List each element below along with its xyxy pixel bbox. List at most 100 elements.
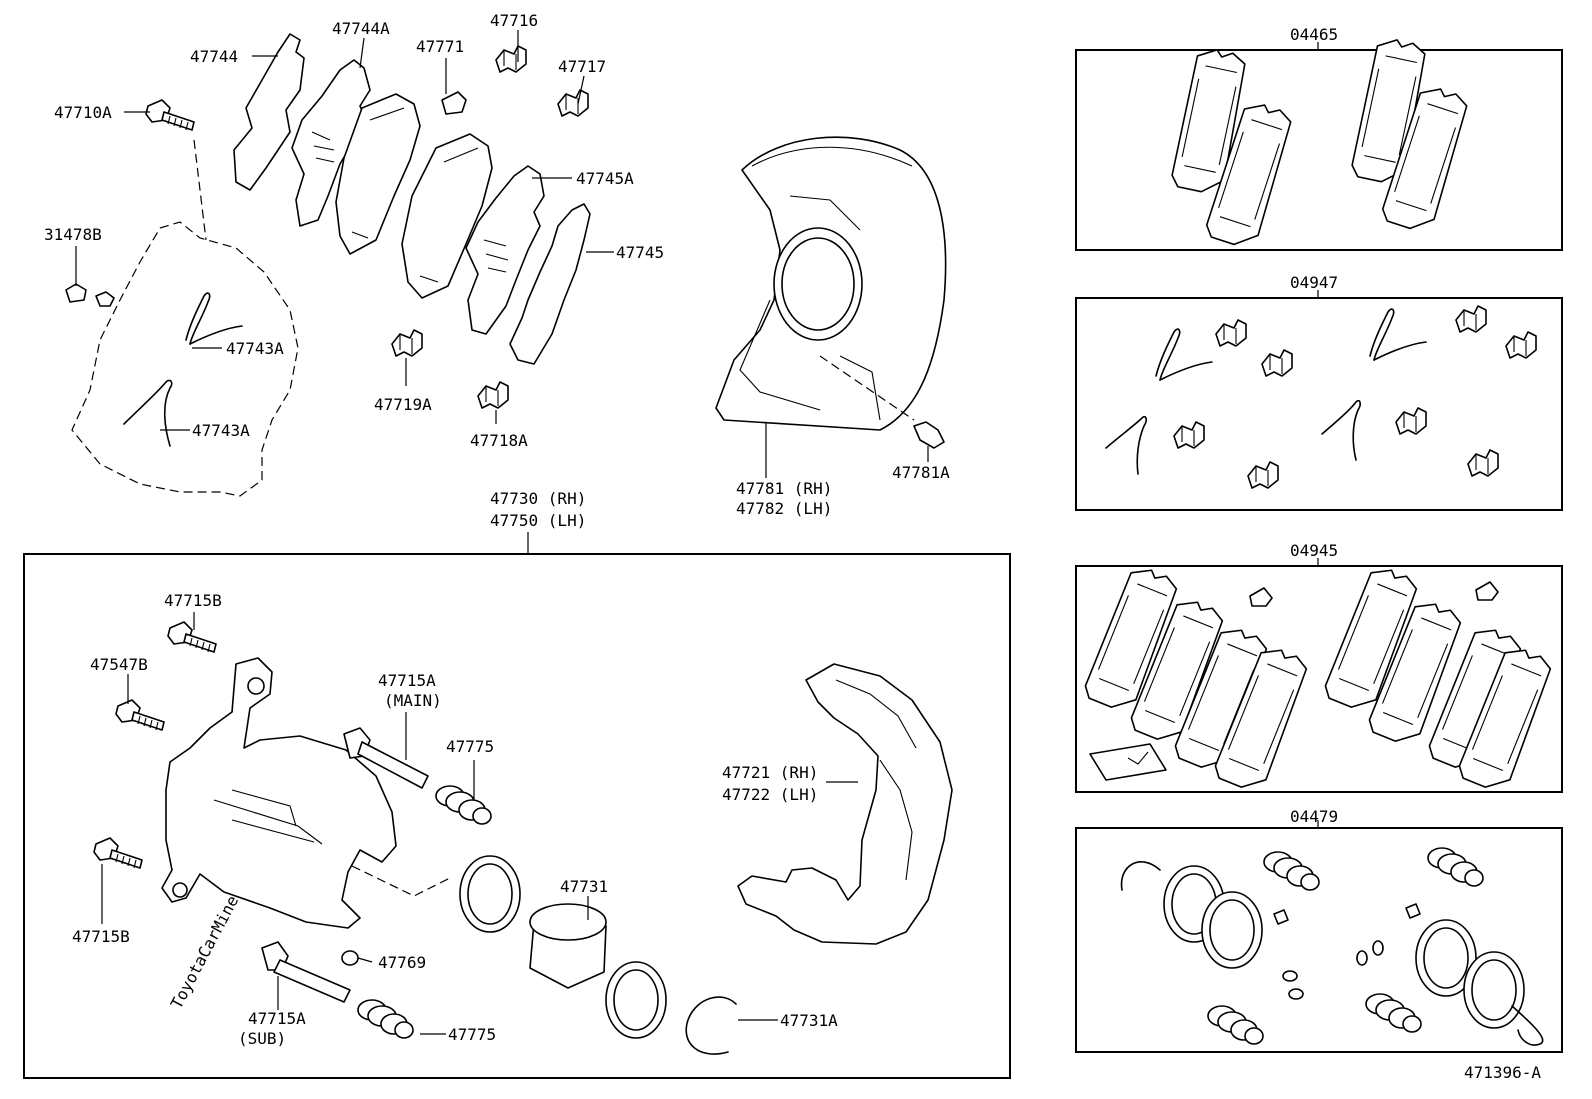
label-47782-lh: 47782 (LH) — [736, 499, 832, 518]
label-31478B: 31478B — [44, 225, 102, 244]
dust-cover-47781 — [715, 136, 947, 431]
label-kit-04479: 04479 — [1290, 807, 1338, 826]
label-kit-04465: 04465 — [1290, 25, 1338, 44]
kit-box-04945 — [1075, 565, 1563, 793]
kit-04947-spring-2 — [1369, 308, 1427, 361]
label-main-note: (MAIN) — [384, 691, 442, 710]
label-47744A: 47744A — [332, 19, 390, 38]
kit-04479-boot-2 — [1427, 847, 1484, 887]
kit-box-04947 — [1075, 297, 1563, 511]
piston-seal-47731-ring — [459, 855, 521, 933]
anti-squeal-shim-47744 — [233, 33, 305, 191]
pad-support-plate-47719A — [391, 329, 423, 357]
kit-04947-clip-3 — [1173, 421, 1205, 449]
label-47715A-sub: 47715A — [248, 1009, 306, 1028]
kit-04947-spring-1 — [1155, 328, 1213, 381]
label-47722-lh: 47722 (LH) — [722, 785, 818, 804]
bolt-47715B-bottom — [93, 837, 143, 869]
kit-04947-clip-4 — [1247, 461, 1279, 489]
kit-04945-indicator-2 — [1475, 581, 1499, 601]
label-47745A: 47745A — [576, 169, 634, 188]
label-47744: 47744 — [190, 47, 238, 66]
set-ring-47731A — [685, 996, 737, 1055]
dust-cover-bolt-guide — [819, 355, 915, 421]
boot-47775-bottom — [357, 999, 414, 1039]
boot-47775-top — [435, 785, 492, 825]
kit-04947-clip-2 — [1261, 349, 1293, 377]
label-47715A-main: 47715A — [378, 671, 436, 690]
piston-47731 — [529, 903, 607, 989]
label-sub-note: (SUB) — [238, 1029, 286, 1048]
cap-31478B — [65, 283, 115, 307]
spring-47743A-lower — [123, 379, 173, 447]
label-47781A: 47781A — [892, 463, 950, 482]
brake-pad-inner — [335, 93, 421, 255]
brake-pad-outer — [401, 133, 493, 299]
label-47721-rh: 47721 (RH) — [722, 763, 818, 782]
label-47781-rh: 47781 (RH) — [736, 479, 832, 498]
label-47719A: 47719A — [374, 395, 432, 414]
kit-04479-seal-2 — [1201, 891, 1263, 969]
bleeder-plug-47547B — [115, 699, 165, 731]
kit-04947-spring-3 — [1105, 415, 1147, 475]
kit-04945-grease-packet — [1089, 743, 1167, 781]
guide-pin-47715A-main — [343, 727, 429, 789]
pad-support-plate-47718A — [477, 381, 509, 409]
spring-47743A-upper — [185, 292, 243, 345]
kit-04947-clip-6 — [1505, 331, 1537, 359]
kit-04947-spring-4 — [1321, 399, 1361, 461]
cylinder-boot — [605, 961, 667, 1039]
label-47769: 47769 — [378, 953, 426, 972]
label-47745: 47745 — [616, 243, 664, 262]
kit-04479-ring-1 — [1120, 861, 1161, 891]
label-47710A: 47710A — [54, 103, 112, 122]
bolt-47715B-top — [167, 621, 217, 653]
kit-04479-boot-3 — [1207, 1005, 1264, 1045]
label-kit-04945: 04945 — [1290, 541, 1338, 560]
label-47743A-upper: 47743A — [226, 339, 284, 358]
anti-squeal-shim-47744A — [291, 59, 371, 227]
anti-squeal-shim-47745 — [509, 203, 591, 365]
pad-support-plate-47717 — [557, 89, 589, 117]
caliper-cylinder-body — [161, 657, 397, 929]
bushing-47769 — [341, 950, 359, 966]
label-47718A: 47718A — [470, 431, 528, 450]
label-47731A: 47731A — [780, 1011, 838, 1030]
label-47716: 47716 — [490, 11, 538, 30]
wear-indicator-47771 — [441, 91, 467, 115]
kit-box-04479 — [1075, 827, 1563, 1053]
diagram-id: 471396-A — [1464, 1063, 1541, 1082]
label-47731: 47731 — [560, 877, 608, 896]
leader-lines — [75, 30, 929, 1035]
label-47717: 47717 — [558, 57, 606, 76]
label-47715B-bottom: 47715B — [72, 927, 130, 946]
kit-04945-indicator-1 — [1249, 587, 1273, 607]
label-47775-bottom: 47775 — [448, 1025, 496, 1044]
anti-squeal-shim-47745A — [465, 165, 545, 335]
kit-04947-clip-5 — [1455, 305, 1487, 333]
bolt-47781A — [913, 421, 945, 449]
kit-04947-clip-8 — [1467, 449, 1499, 477]
label-47743A-lower: 47743A — [192, 421, 250, 440]
bolt-47710A — [145, 99, 195, 131]
pad-support-plate-47716 — [495, 45, 527, 73]
label-47715B-top: 47715B — [164, 591, 222, 610]
guide-pin-47715A-sub — [261, 941, 351, 1003]
kit-box-04465 — [1075, 49, 1563, 251]
kit-04947-clip-1 — [1215, 319, 1247, 347]
label-47771: 47771 — [416, 37, 464, 56]
kit-04479-seal-4 — [1463, 951, 1525, 1029]
label-47547B: 47547B — [90, 655, 148, 674]
caliper-assembly-box — [23, 553, 1011, 1079]
kit-04947-clip-7 — [1395, 407, 1427, 435]
kit-04479-ring-2 — [1511, 1005, 1544, 1046]
label-47775-top: 47775 — [446, 737, 494, 756]
piston-axis — [351, 865, 451, 897]
kit-04479-boot-1 — [1263, 851, 1320, 891]
caliper-outline-dashed — [71, 139, 299, 497]
label-47750-lh: 47750 (LH) — [490, 511, 586, 530]
kit-04479-small-parts — [1273, 903, 1421, 1000]
kit-04479-boot-4 — [1365, 993, 1422, 1033]
label-kit-04947: 04947 — [1290, 273, 1338, 292]
